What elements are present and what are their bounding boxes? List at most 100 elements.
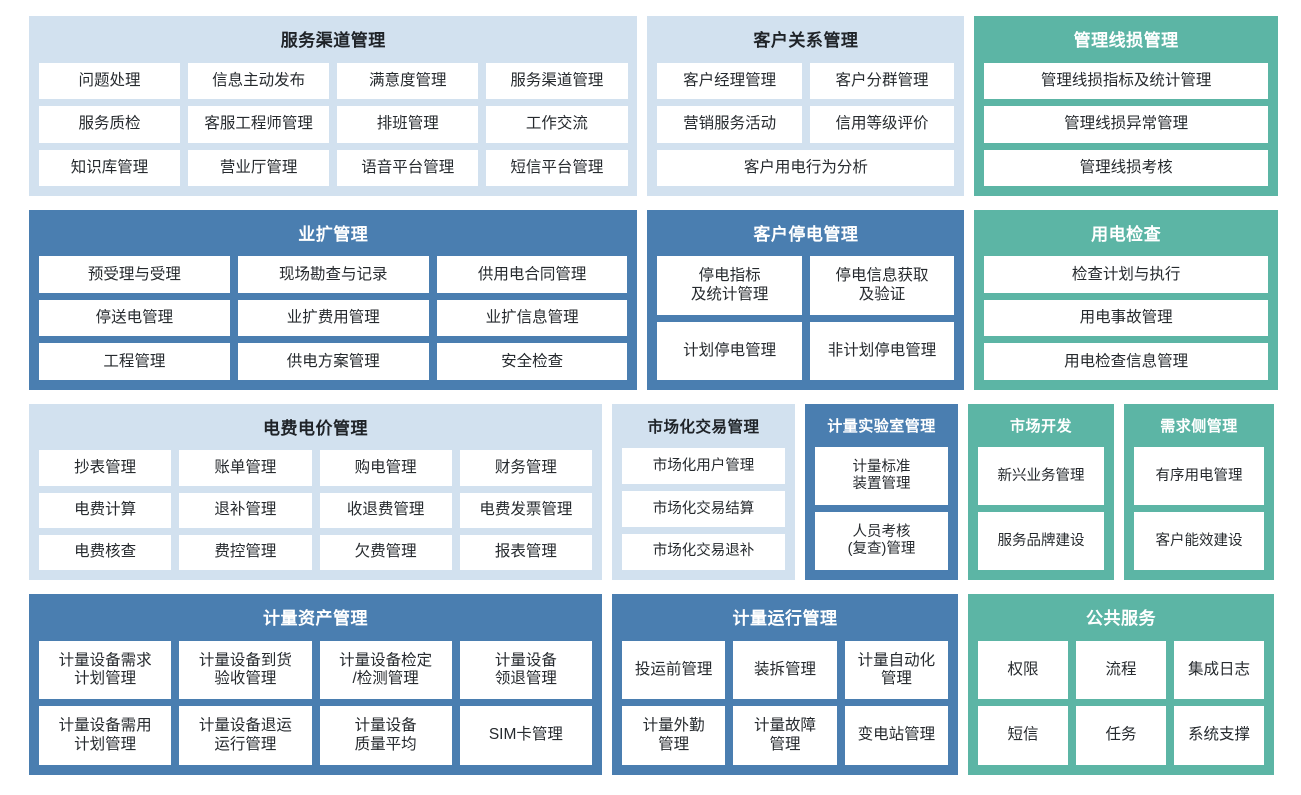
tile-item[interactable]: 计量设备需用 计划管理 [39,706,172,765]
tile-item[interactable]: 停电指标 及统计管理 [657,256,802,315]
panel-business-expansion-management[interactable]: 业扩管理 预受理与受理 现场勘查与记录 供用电合同管理 停送电管理 业扩费用管理… [29,209,638,390]
tile-item[interactable]: 客户能效建设 [1134,512,1264,570]
tile-item[interactable]: 营业厅管理 [188,149,330,186]
tile-row: 投运前管理 装拆管理 计量自动化 管理 [622,640,948,700]
tile-item[interactable]: 预受理与受理 [39,256,230,293]
panel-metering-asset-management[interactable]: 计量资产管理 计量设备需求 计划管理 计量设备到货 验收管理 计量设备检定 /检… [29,594,602,775]
tile-item[interactable]: 系统支撑 [1174,706,1264,765]
tile-item[interactable]: 投运前管理 [622,640,726,700]
tile-item[interactable]: 服务质检 [39,106,181,143]
tile-item[interactable]: 客户分群管理 [809,62,955,99]
tile-item[interactable]: 知识库管理 [39,149,181,186]
tile-item[interactable]: 供电方案管理 [237,343,429,380]
tile-item[interactable]: 计量设备需求 计划管理 [39,640,172,700]
tile-item[interactable]: 检查计划与执行 [984,256,1268,293]
tile-item[interactable]: 信息主动发布 [188,62,330,99]
tile-item[interactable]: 计量设备到货 验收管理 [179,640,312,700]
tile-item[interactable]: 计量故障 管理 [733,706,837,765]
tile-item[interactable]: 退补管理 [179,492,312,528]
tile-row: 有序用电管理 [1134,447,1264,506]
panel-demand-side-management[interactable]: 需求侧管理 有序用电管理 客户能效建设 [1124,403,1274,580]
tile-row: 问题处理 信息主动发布 满意度管理 服务渠道管理 [39,62,628,99]
panel-title: 公共服务 [1086,609,1156,628]
tile-item[interactable]: 客服工程师管理 [188,106,330,143]
tile-row: 客户用电行为分析 [657,149,955,186]
panel-customer-relationship-management[interactable]: 客户关系管理 客户经理管理 客户分群管理 营销服务活动 信用等级评价 客户用电行… [647,16,965,196]
panel-electricity-fee-price-management[interactable]: 电费电价管理 抄表管理 账单管理 购电管理 财务管理 电费计算 退补管理 收退费… [29,403,602,580]
panel-management-line-loss-management[interactable]: 管理线损管理 管理线损指标及统计管理 管理线损异常管理 管理线损考核 [974,16,1278,196]
tile-item[interactable]: 业扩信息管理 [436,299,628,337]
tile-item[interactable]: 变电站管理 [844,706,948,765]
tile-item[interactable]: 客户用电行为分析 [657,149,955,186]
tile-item[interactable]: 市场化用户管理 [622,448,785,485]
tile-item[interactable]: 语音平台管理 [337,149,479,186]
tile-item[interactable]: 供用电合同管理 [436,256,628,293]
panel-public-service[interactable]: 公共服务 权限 流程 集成日志 短信 任务 系统支撑 [968,594,1274,775]
tile-item[interactable]: 工作交流 [486,106,628,143]
tile-item[interactable]: 欠费管理 [319,534,452,570]
tile-item[interactable]: 管理线损异常管理 [984,106,1268,143]
tile-item[interactable]: 计量外勤 管理 [622,706,726,765]
tile-item[interactable]: 信用等级评价 [809,106,955,143]
tile-item[interactable]: 用电检查信息管理 [984,343,1268,380]
tile-item[interactable]: 计量标准 装置管理 [815,447,948,506]
tile-item[interactable]: 管理线损考核 [984,149,1268,186]
tile-item[interactable]: 市场化交易退补 [622,534,785,570]
tile-item[interactable]: 问题处理 [39,62,181,99]
tile-item[interactable]: 排班管理 [337,106,479,143]
tile-item[interactable]: 电费计算 [39,492,172,528]
tile-item[interactable]: 现场勘查与记录 [237,256,429,293]
tile-item[interactable]: 任务 [1076,706,1166,765]
tile-item[interactable]: 账单管理 [179,450,312,486]
tile-item[interactable]: 非计划停电管理 [809,321,955,380]
tile-item[interactable]: 市场化交易结算 [622,491,785,528]
panel-market-development[interactable]: 市场开发 新兴业务管理 服务品牌建设 [968,403,1114,580]
tile-item[interactable]: 满意度管理 [337,62,479,99]
tile-item[interactable]: 短信平台管理 [486,149,628,186]
tile-item[interactable]: 工程管理 [39,343,230,380]
tile-item[interactable]: 有序用电管理 [1134,447,1264,506]
tile-item[interactable]: 人员考核 (复查)管理 [815,512,948,570]
tile-item[interactable]: 购电管理 [319,450,452,486]
panel-metering-laboratory-management[interactable]: 计量实验室管理 计量标准 装置管理 人员考核 (复查)管理 [805,403,958,580]
tile-item[interactable]: 客户经理管理 [657,62,802,99]
tile-item[interactable]: 用电事故管理 [984,299,1268,337]
tile-item[interactable]: 电费核查 [39,534,172,570]
tile-item[interactable]: 营销服务活动 [657,106,802,143]
panel-title: 用电检查 [1091,224,1162,244]
tile-item[interactable]: 计划停电管理 [657,321,802,380]
tile-item[interactable]: 业扩费用管理 [237,299,429,337]
tile-item[interactable]: 集成日志 [1174,640,1264,700]
tile-item[interactable]: 计量自动化 管理 [844,640,948,700]
tile-item[interactable]: 流程 [1076,640,1166,700]
tile-item[interactable]: 停送电管理 [39,299,230,337]
tile-item[interactable]: 权限 [978,640,1068,700]
panel-metering-operation-management[interactable]: 计量运行管理 投运前管理 装拆管理 计量自动化 管理 计量外勤 管理 计量故障 … [612,594,958,775]
tile-item[interactable]: SIM卡管理 [459,706,592,765]
tile-row: 新兴业务管理 [978,447,1104,506]
panel-service-channel-management[interactable]: 服务渠道管理 问题处理 信息主动发布 满意度管理 服务渠道管理 服务质检 客服工… [29,16,638,196]
panel-market-trading-management[interactable]: 市场化交易管理 市场化用户管理 市场化交易结算 市场化交易退补 [612,403,795,580]
tile-item[interactable]: 停电信息获取 及验证 [809,256,955,315]
tile-item[interactable]: 抄表管理 [39,450,172,486]
tile-item[interactable]: 计量设备退运 运行管理 [179,706,312,765]
tile-item[interactable]: 安全检查 [436,343,628,380]
tile-item[interactable]: 财务管理 [459,450,592,486]
tile-item[interactable]: 计量设备 质量平均 [319,706,452,765]
panel-customer-outage-management[interactable]: 客户停电管理 停电指标 及统计管理 停电信息获取 及验证 计划停电管理 非计划停… [647,209,965,390]
tile-item[interactable]: 计量设备 领退管理 [459,640,592,700]
tile-item[interactable]: 费控管理 [179,534,312,570]
tile-item[interactable]: 新兴业务管理 [978,447,1104,506]
tile-item[interactable]: 装拆管理 [733,640,837,700]
tile-item[interactable]: 服务渠道管理 [486,62,628,99]
tile-item[interactable]: 管理线损指标及统计管理 [984,62,1268,99]
panel-electricity-inspection[interactable]: 用电检查 检查计划与执行 用电事故管理 用电检查信息管理 [974,209,1278,390]
panel-title: 电费电价管理 [263,418,368,438]
tile-item[interactable]: 报表管理 [459,534,592,570]
tile-item[interactable]: 服务品牌建设 [978,512,1104,570]
tile-item[interactable]: 短信 [978,706,1068,765]
tile-row: 工程管理 供电方案管理 安全检查 [39,343,628,380]
tile-item[interactable]: 收退费管理 [319,492,452,528]
tile-item[interactable]: 电费发票管理 [459,492,592,528]
tile-item[interactable]: 计量设备检定 /检测管理 [319,640,452,700]
